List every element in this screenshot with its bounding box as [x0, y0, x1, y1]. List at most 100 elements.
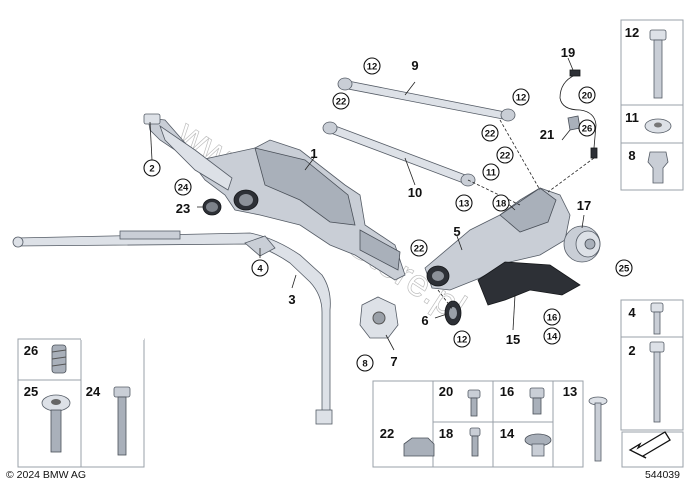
wheel-carrier	[424, 187, 571, 291]
box-label-4: 4	[628, 305, 636, 320]
box-label-26: 26	[24, 343, 38, 358]
box-label-22: 22	[380, 426, 394, 441]
svg-text:20: 20	[582, 91, 593, 102]
bolt-24	[113, 386, 131, 456]
svg-text:22: 22	[414, 244, 425, 255]
box-label-13: 13	[563, 384, 577, 399]
label-1: 1	[310, 146, 317, 161]
bolt-4	[650, 302, 664, 335]
svg-text:12: 12	[516, 93, 527, 104]
svg-text:24: 24	[178, 183, 189, 194]
callout-8: 8	[356, 354, 374, 372]
threaded-insert-26	[51, 344, 67, 374]
callout-14: 14	[543, 327, 561, 345]
callout-18: 18	[492, 194, 510, 212]
leader-line	[291, 274, 297, 289]
leader-line	[567, 57, 574, 71]
bolt-2	[649, 341, 665, 423]
label-21: 21	[540, 127, 554, 142]
assembly-line	[547, 157, 595, 193]
box-label-14: 14	[500, 426, 515, 441]
assembly-line	[437, 289, 454, 311]
svg-text:2: 2	[149, 164, 154, 175]
svg-text:22: 22	[485, 129, 496, 140]
leader-line	[404, 157, 416, 186]
callout-20: 20	[578, 86, 596, 104]
label-5: 5	[453, 224, 460, 239]
svg-text:11: 11	[486, 168, 497, 179]
svg-text:14: 14	[547, 332, 558, 343]
bolt-25	[41, 394, 71, 453]
box-label-16: 16	[500, 384, 514, 399]
svg-text:8: 8	[362, 359, 367, 370]
svg-text:4: 4	[257, 264, 263, 275]
bolt-18	[469, 427, 481, 457]
leader-line	[385, 334, 395, 351]
callout-16: 16	[543, 308, 561, 326]
stabilizer-bar	[12, 230, 333, 425]
callout-2: 2	[143, 159, 161, 177]
callout-25: 25	[615, 259, 633, 277]
label-10: 10	[408, 185, 422, 200]
carrier-bushing	[233, 189, 259, 211]
nut-16	[529, 387, 545, 415]
rubber-mount	[202, 198, 222, 216]
copyright-text: © 2024 BMW AG	[6, 469, 86, 481]
leader-line	[149, 121, 153, 161]
callout-11: 11	[482, 163, 500, 181]
control-arm-lower	[322, 121, 476, 187]
bracket	[359, 296, 399, 339]
svg-text:22: 22	[336, 97, 347, 108]
control-arm-upper	[337, 77, 516, 122]
box-label-20: 20	[439, 384, 453, 399]
callout-12-top: 12	[363, 57, 381, 75]
callout-12-right: 12	[512, 88, 530, 106]
label-15: 15	[506, 332, 520, 347]
leader-line	[434, 313, 448, 319]
guide-bushing	[444, 300, 462, 326]
leader-line	[561, 129, 571, 141]
callout-4: 4	[251, 259, 269, 277]
label-7: 7	[390, 354, 397, 369]
box-label-11: 11	[625, 110, 639, 125]
label-6: 6	[421, 313, 428, 328]
svg-text:26: 26	[582, 124, 593, 135]
leader-line	[512, 294, 516, 331]
leader-line	[456, 235, 463, 251]
stabilizer-link	[244, 235, 276, 257]
callout-22-right: 22	[481, 124, 499, 142]
box-label-2: 2	[628, 343, 635, 358]
label-23: 23	[176, 201, 190, 216]
wheel-speed-sensor	[559, 69, 598, 159]
svg-text:12: 12	[457, 335, 468, 346]
box-label-24: 24	[86, 384, 101, 399]
callout-26: 26	[578, 119, 596, 137]
callout-24: 24	[174, 178, 192, 196]
leader-line	[581, 214, 585, 229]
leader-line	[404, 81, 416, 96]
bolt-12	[649, 29, 667, 99]
svg-text:25: 25	[619, 264, 630, 275]
box-label-25: 25	[24, 384, 38, 399]
nut-14	[524, 433, 552, 457]
svg-text:13: 13	[459, 199, 470, 210]
svg-text:18: 18	[496, 199, 507, 210]
washer-11	[644, 118, 672, 134]
box-label-12: 12	[625, 25, 639, 40]
bolt-13	[588, 396, 608, 462]
direction-arrow-icon	[621, 431, 684, 468]
nut-22	[403, 437, 435, 457]
nut-8	[647, 151, 669, 184]
diagram-number: 544039	[645, 469, 680, 481]
label-19: 19	[561, 45, 575, 60]
svg-text:12: 12	[367, 62, 378, 73]
svg-text:16: 16	[547, 313, 558, 324]
wheel-hub	[563, 225, 601, 263]
box-label-8: 8	[628, 148, 635, 163]
label-17: 17	[577, 198, 591, 213]
label-9: 9	[411, 58, 418, 73]
callout-12-bottom: 12	[453, 330, 471, 348]
leader-line	[304, 157, 315, 171]
cover-shield	[477, 261, 581, 306]
callout-22-mid: 22	[496, 146, 514, 164]
